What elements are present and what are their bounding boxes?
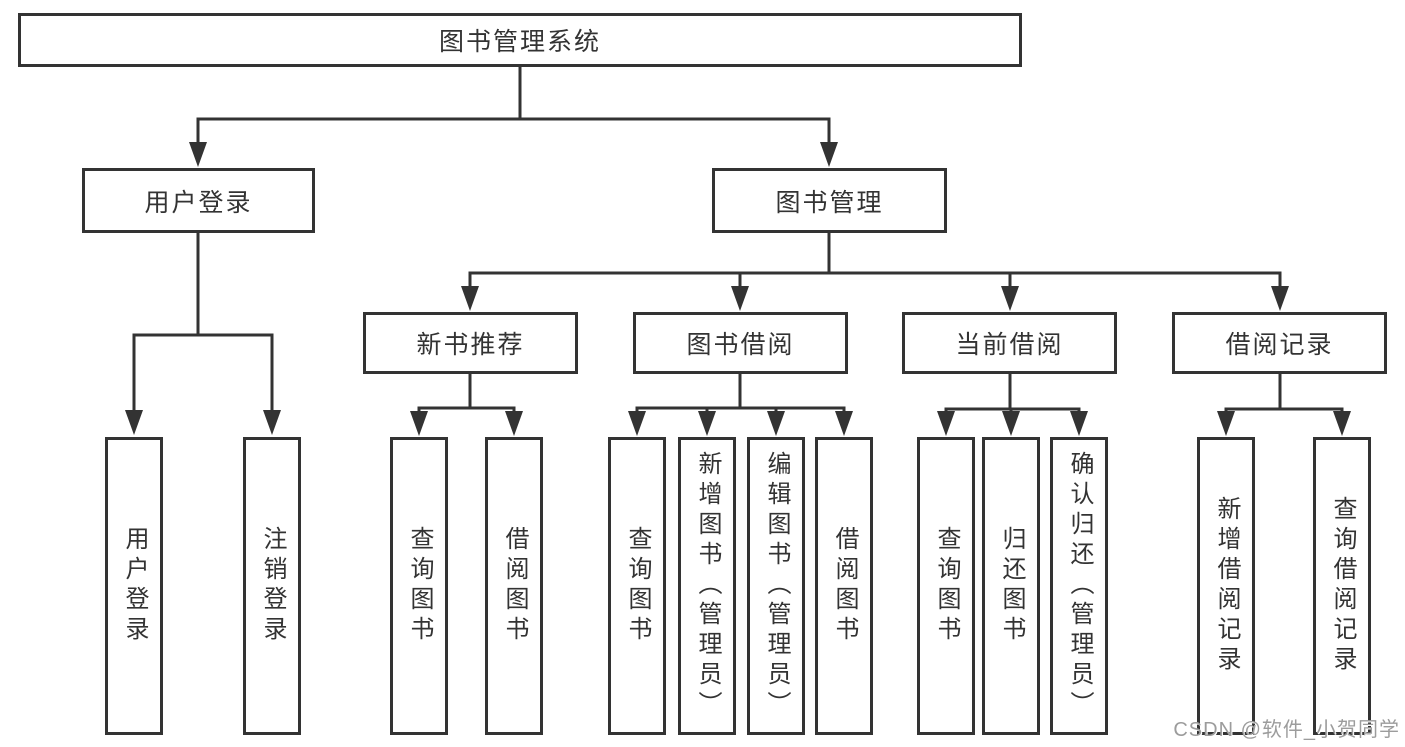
arrow-down-icon xyxy=(125,410,143,435)
leaf-query-books-borrow: 查询图书 xyxy=(608,437,666,735)
arrow-down-icon xyxy=(698,411,716,436)
node-user-login: 用户登录 xyxy=(82,168,315,233)
node-borrowing-records: 借阅记录 xyxy=(1172,312,1387,374)
leaf-confirm-return-admin: 确认归还（管理员） xyxy=(1050,437,1108,735)
arrow-down-icon xyxy=(937,411,955,436)
node-root: 图书管理系统 xyxy=(18,13,1022,67)
leaf-return-books: 归还图书 xyxy=(982,437,1040,735)
arrow-down-icon xyxy=(505,411,523,436)
leaf-logout: 注销登录 xyxy=(243,437,301,735)
arrow-down-icon xyxy=(410,411,428,436)
leaf-borrow-books-recommend: 借阅图书 xyxy=(485,437,543,735)
arrow-down-icon xyxy=(1001,286,1019,311)
leaf-add-borrow-record: 新增借阅记录 xyxy=(1197,437,1255,735)
book-mgmt-branch-line xyxy=(468,271,1282,288)
arrow-down-icon xyxy=(767,411,785,436)
node-book-borrowing: 图书借阅 xyxy=(633,312,848,374)
arrow-down-icon xyxy=(731,286,749,311)
arrow-down-icon xyxy=(1217,411,1235,436)
book-borrow-branch-line xyxy=(635,406,846,414)
records-branch-line xyxy=(1224,407,1344,414)
node-book-management: 图书管理 xyxy=(712,168,947,233)
arrow-down-icon xyxy=(461,286,479,311)
leaf-user-login: 用户登录 xyxy=(105,437,163,735)
arrow-down-icon xyxy=(628,411,646,436)
arrow-down-icon xyxy=(263,410,281,435)
csdn-watermark: CSDN @软件_小贺同学 xyxy=(1173,719,1400,741)
leaf-query-books-recommend: 查询图书 xyxy=(390,437,448,735)
arrowheads xyxy=(125,142,1351,436)
node-current-borrowing: 当前借阅 xyxy=(902,312,1117,374)
arrow-down-icon xyxy=(820,142,838,167)
node-new-book-recommend: 新书推荐 xyxy=(363,312,578,374)
arrow-down-icon xyxy=(1070,411,1088,436)
new-book-branch-line xyxy=(417,406,516,414)
arrow-down-icon xyxy=(189,142,207,167)
leaf-borrow-books: 借阅图书 xyxy=(815,437,873,735)
arrow-down-icon xyxy=(1271,286,1289,311)
arrow-down-icon xyxy=(1333,411,1351,436)
leaf-edit-books-admin: 编辑图书（管理员） xyxy=(747,437,805,735)
root-branch-line xyxy=(196,117,831,144)
leaf-query-books-current: 查询图书 xyxy=(917,437,975,735)
arrow-down-icon xyxy=(1002,411,1020,436)
leaf-query-borrow-record: 查询借阅记录 xyxy=(1313,437,1371,735)
leaf-add-books-admin: 新增图书（管理员） xyxy=(678,437,736,735)
user-login-branch-line xyxy=(132,333,274,412)
arrow-down-icon xyxy=(835,411,853,436)
